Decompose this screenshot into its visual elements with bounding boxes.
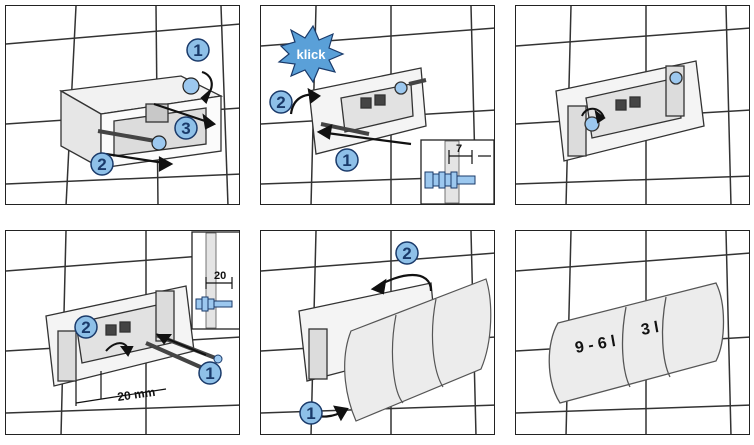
arrows: [289, 87, 412, 146]
panel-4-illustration: 20 mm 2 1 20: [6, 231, 239, 434]
mounting-frame: [555, 60, 705, 162]
panel-5-illustration: 2 1: [261, 231, 494, 434]
step-badge-1: 1: [335, 148, 359, 172]
panel-1-illustration: 1 2 3: [6, 6, 239, 204]
svg-text:2: 2: [81, 318, 90, 337]
svg-text:klick: klick: [297, 47, 327, 62]
mounting-frame: [45, 285, 195, 387]
panel-5-attach-plate: 2 1: [260, 230, 495, 435]
button-label-large-flush: 3 l: [640, 319, 660, 339]
arrows: [308, 273, 433, 422]
screws: [320, 78, 427, 136]
svg-text:2: 2: [276, 93, 285, 112]
step-badge-2: 2: [269, 90, 293, 114]
arrows: [105, 70, 217, 172]
step-badge-2: 2: [90, 152, 114, 176]
measurement-inset: 20: [191, 231, 239, 330]
step-badge-1: 1: [299, 401, 323, 425]
step-badge-1: 1: [186, 38, 210, 62]
svg-text:1: 1: [205, 364, 214, 383]
svg-text:3: 3: [181, 119, 190, 138]
panel-4-insert-rods: 20 mm 2 1 20: [5, 230, 240, 435]
panel-3-frame-secured: [515, 5, 750, 205]
step-badge-1: 1: [198, 361, 222, 385]
measurement-inset: 7: [420, 139, 494, 204]
panel-1-install-box: 1 2 3: [5, 5, 240, 205]
mounting-frame: [308, 67, 427, 155]
button-label-small-flush: 9 - 6 l: [574, 333, 617, 357]
arrows: [105, 334, 207, 357]
svg-text:1: 1: [193, 41, 202, 60]
svg-text:20: 20: [214, 270, 226, 282]
svg-text:2: 2: [97, 155, 106, 174]
klick-burst: klick: [277, 24, 345, 84]
dimension-20mm: [75, 371, 167, 406]
step-badge-3: 3: [174, 116, 198, 140]
rotation-arrow: [581, 107, 606, 124]
svg-text:7: 7: [456, 143, 462, 155]
svg-text:1: 1: [306, 404, 315, 423]
panel-2-illustration: klick 2 1: [261, 6, 494, 204]
screws: [97, 77, 200, 151]
step-badge-2: 2: [395, 241, 419, 265]
dimension-label: 20 mm: [116, 385, 156, 404]
panel-3-illustration: [516, 6, 749, 204]
install-box: [58, 75, 224, 170]
panel-6-illustration: 9 - 6 l 3 l: [516, 231, 749, 434]
step-badge-2: 2: [74, 315, 98, 339]
panel-2-klick-frame: klick 2 1: [260, 5, 495, 205]
flush-plate: [548, 282, 725, 404]
svg-text:2: 2: [402, 244, 411, 263]
svg-text:1: 1: [342, 151, 351, 170]
panel-6-finished-plate: 9 - 6 l 3 l: [515, 230, 750, 435]
flush-plate: [344, 278, 492, 422]
